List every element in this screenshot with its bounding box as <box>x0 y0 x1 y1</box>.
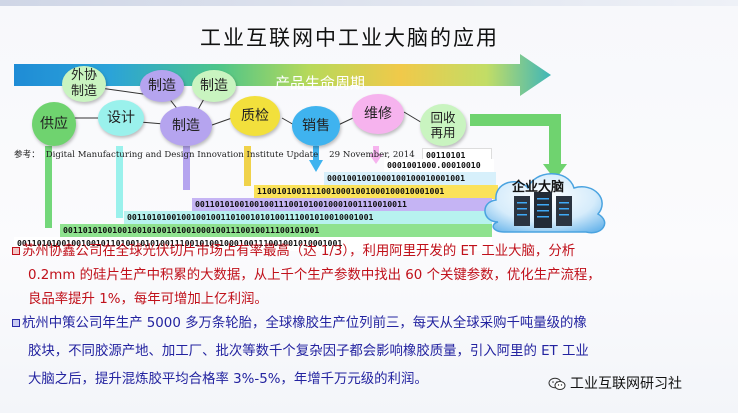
paragraph-line: 胶块，不同胶源产地、加工厂、批次等数千个复杂因子都会影响橡胶质量，引入阿里的 E… <box>28 344 589 359</box>
paragraph-line: 苏州协鑫公司在全球光伏切片市场占有率最高（达 1/3），利用阿里开发的 ET 工… <box>12 240 734 264</box>
reference-prefix: 参考： <box>14 150 40 160</box>
stage-maintenance: 维修 <box>352 94 404 134</box>
stage-recycle-reuse: 回收再用 <box>420 104 466 146</box>
paragraph-line: 良品率提升 1%，每年可增加上亿利润。 <box>28 292 268 307</box>
lifecycle-label: 产品生命周期 <box>275 74 366 92</box>
stage-design: 设计 <box>98 100 144 136</box>
stage-sales: 销售 <box>292 106 340 146</box>
cloud-icon <box>484 173 606 234</box>
paragraph-line: 大脑之后，提升混炼胶平均合格率 3%-5%，年增千万元级的利润。 <box>28 372 428 387</box>
stage-manufacturing-2: 制造 <box>192 70 236 102</box>
stage-supply: 供应 <box>32 102 76 146</box>
stage-outsourced-manufacturing: 外协制造 <box>62 66 106 102</box>
square-bullet-icon <box>12 319 20 327</box>
square-bullet-icon <box>12 247 20 255</box>
reference-date: 29 November, 2014 <box>329 150 415 160</box>
paragraph-line: 0.2mm 的硅片生产中积累的大数据，从上千个生产参数中找出 60 个关键参数，… <box>28 268 601 283</box>
binary-row: 11001010011110010001001000100010001001 <box>254 185 498 199</box>
reference-source: Digital Manufacturing and Design Innovat… <box>45 150 319 160</box>
server-icon <box>514 192 572 228</box>
binary-row: 0011010100100100101001010010001001110010… <box>60 224 492 238</box>
reference-note: 参考： Digital Manufacturing and Design Inno… <box>14 148 514 162</box>
binary-row: 0011010100100100100110100101010011100101… <box>124 211 492 225</box>
top-border <box>0 0 738 6</box>
case-paragraph-suzhou: 苏州协鑫公司在全球光伏切片市场占有率最高（达 1/3），利用阿里开发的 ET 工… <box>12 240 734 314</box>
case-paragraph-hangzhou: 杭州中策公司年生产 5000 多万条轮胎，全球橡胶生产位列前三，每天从全球采购千… <box>12 312 734 396</box>
stage-manufacturing-1: 制造 <box>140 70 184 102</box>
paragraph-line: 杭州中策公司年生产 5000 多万条轮胎，全球橡胶生产位列前三，每天从全球采购千… <box>12 312 734 340</box>
cloud-label: 企业大脑 <box>512 180 565 195</box>
binary-row: 0001001001000100100010001001 <box>324 172 496 186</box>
binary-row: 0001001000.00010010 <box>384 159 494 173</box>
stage-manufacturing-3: 制造 <box>160 106 212 146</box>
watermark-text: 工业互联网研习社 <box>570 376 682 392</box>
page-title: 工业互联网中工业大脑的应用 <box>200 26 499 50</box>
binary-row: 0011010100100100111001010010001001110010… <box>192 198 492 212</box>
stage-quality-inspection: 质检 <box>230 96 280 136</box>
wechat-icon <box>548 377 566 390</box>
binary-row: 0011010100100100101101001010100111001010… <box>14 237 492 251</box>
wechat-watermark: 工业互联网研习社 <box>548 373 738 393</box>
